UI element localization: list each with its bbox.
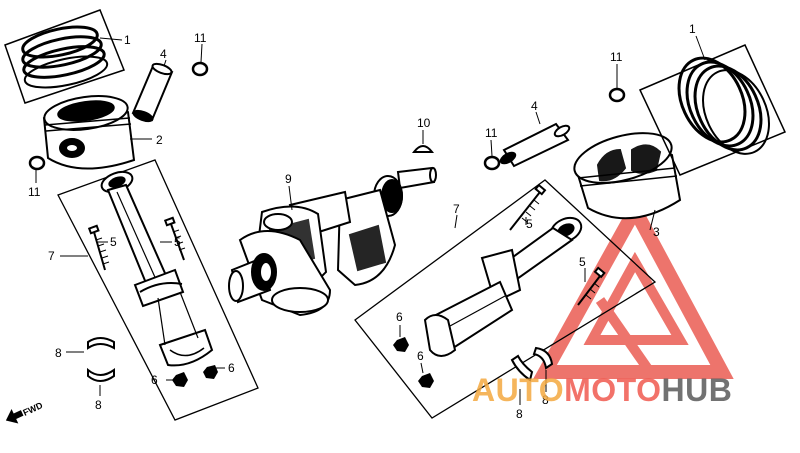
callout-rod-nut-left-b: 6: [228, 361, 235, 375]
callout-pin-clip-right-b: 11: [610, 50, 623, 64]
callout-pin-clip-left-b: 11: [28, 185, 41, 199]
callout-piston-pin-left: 4: [160, 47, 167, 61]
callout-rod-nut-right-b: 6: [417, 349, 424, 363]
watermark-hub: HUB: [661, 372, 732, 408]
callout-crankshaft: 9: [285, 172, 292, 186]
callout-bearing-right-a: 8: [516, 407, 523, 421]
callout-piston-left: 2: [156, 133, 163, 147]
callout-con-rod-left: 7: [48, 249, 55, 263]
piston-ring-set-right[interactable]: [638, 44, 787, 176]
callout-labels: 1 2 4 11 11 7 5 5 8 8 6 6 9 10 4 11 11 1…: [28, 22, 696, 421]
callout-piston-pin-right: 4: [531, 99, 538, 113]
piston-ring-set-left[interactable]: [4, 9, 125, 104]
callout-piston-ring-set-right: 1: [689, 22, 696, 36]
leader-lines: [35, 35, 706, 405]
crankshaft[interactable]: [228, 166, 437, 317]
fwd-label: FWD: [21, 400, 44, 418]
rod-bearing-left-lower[interactable]: [87, 367, 115, 382]
piston-pin-left[interactable]: [131, 62, 174, 123]
watermark-logo: [533, 195, 734, 379]
connecting-rod-assembly-right[interactable]: [354, 179, 657, 419]
callout-rod-bolt-right-a: 5: [526, 217, 533, 231]
callout-rod-bolt-left-a: 5: [110, 235, 117, 249]
callout-bearing-left-b: 8: [95, 398, 102, 412]
callout-rod-nut-right-a: 6: [396, 310, 403, 324]
piston-pin-clip-right-top[interactable]: [608, 87, 626, 103]
callout-con-rod-right: 7: [453, 202, 460, 216]
piston-right[interactable]: [569, 124, 682, 220]
woodruff-key[interactable]: [411, 145, 435, 153]
callout-piston-right: 3: [653, 225, 660, 239]
piston-pin-clip-right-left[interactable]: [483, 155, 501, 171]
rod-bearing-left-upper[interactable]: [87, 337, 115, 350]
callout-rod-bolt-right-b: 5: [579, 255, 586, 269]
piston-pin-clip-left-top[interactable]: [191, 61, 209, 77]
callout-woodruff-key: 10: [417, 116, 431, 130]
callout-pin-clip-right-a: 11: [485, 126, 498, 140]
rod-bearing-right-left[interactable]: [510, 354, 534, 382]
callout-bearing-left-a: 8: [55, 346, 62, 360]
watermark-text: AUTOMOTOHUB: [472, 372, 732, 408]
piston-left[interactable]: [42, 91, 136, 170]
rod-bearing-right-right[interactable]: [532, 346, 554, 370]
callout-rod-nut-left-a: 6: [151, 373, 158, 387]
callout-bearing-right-b: 8: [542, 393, 549, 407]
callout-piston-ring-set-left: 1: [124, 33, 131, 47]
forward-direction-marker: FWD: [5, 400, 45, 424]
watermark-moto: MOTO: [564, 372, 661, 408]
watermark-auto: AUTO: [472, 372, 564, 408]
callout-rod-bolt-left-b: 5: [174, 235, 181, 249]
svg-text:AUTOMOTOHUB: AUTOMOTOHUB: [472, 372, 732, 408]
callout-pin-clip-left-a: 11: [194, 31, 207, 45]
arrow-icon: [5, 408, 24, 424]
connecting-rod-assembly-left[interactable]: [57, 159, 259, 421]
piston-pin-right[interactable]: [499, 122, 571, 168]
piston-pin-clip-left-bottom[interactable]: [28, 155, 46, 171]
